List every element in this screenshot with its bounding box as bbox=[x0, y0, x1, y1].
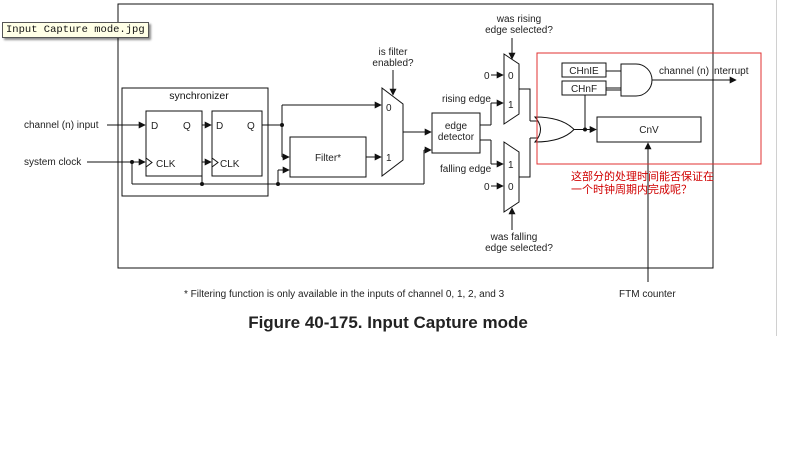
or-out-junction bbox=[583, 127, 587, 132]
channel-input-label: channel (n) input bbox=[24, 120, 99, 131]
filter-label: Filter* bbox=[315, 153, 341, 164]
filter-block bbox=[289, 136, 367, 178]
outer-frame bbox=[117, 3, 714, 269]
rising-edge-label: rising edge bbox=[442, 94, 491, 105]
figure-caption: Figure 40-175. Input Capture mode bbox=[248, 313, 528, 332]
ftm-counter-label: FTM counter bbox=[619, 289, 676, 300]
annotation-highlight-box bbox=[536, 52, 762, 165]
ff2-q-label: Q bbox=[247, 121, 255, 132]
was-rising-line1: was rising bbox=[496, 14, 541, 25]
synchronizer-label: synchronizer bbox=[169, 90, 229, 102]
filter-mux-0: 0 bbox=[386, 103, 392, 114]
falling-mux-0: 0 bbox=[508, 182, 514, 193]
ff2-clk-label: CLK bbox=[220, 159, 240, 170]
rising-mux-0: 0 bbox=[508, 71, 514, 82]
filter-mux-1: 1 bbox=[386, 153, 392, 164]
channel-interrupt-label: channel (n) interrupt bbox=[659, 66, 749, 77]
rising-mux bbox=[503, 53, 520, 125]
and-gate bbox=[620, 63, 653, 97]
ff1-q-label: Q bbox=[183, 121, 191, 132]
is-filter-enabled-line2: enabled? bbox=[372, 58, 414, 69]
ff2-q-junction bbox=[280, 123, 284, 127]
filter-mux bbox=[381, 86, 404, 178]
or-input-a bbox=[519, 88, 531, 121]
rising-mux-1: 1 bbox=[508, 100, 514, 111]
chnie-box bbox=[561, 62, 607, 78]
footnote: * Filtering function is only available i… bbox=[184, 289, 505, 300]
was-rising-line2: edge selected? bbox=[485, 25, 553, 36]
or-input-b bbox=[519, 138, 531, 178]
clock-junction-1 bbox=[130, 160, 134, 164]
or-gate bbox=[533, 116, 575, 143]
synchronizer-block bbox=[121, 87, 269, 197]
edge-detector-line2: detector bbox=[438, 132, 475, 143]
flip-flop-2 bbox=[211, 110, 263, 177]
clock-junction-2 bbox=[200, 182, 204, 186]
flip-flop-1 bbox=[145, 110, 203, 177]
chnie-label: CHnIE bbox=[569, 66, 599, 77]
clock-junction-3 bbox=[276, 182, 280, 186]
cnv-label: CnV bbox=[639, 125, 659, 136]
chnf-label: CHnF bbox=[571, 84, 597, 95]
edge-detector-block bbox=[431, 112, 481, 154]
was-falling-line1: was falling bbox=[490, 232, 538, 243]
ff2-clock-edge-symbol bbox=[211, 157, 219, 168]
annotation-line-2: 一个时钟周期内完成呢？ bbox=[571, 182, 692, 196]
is-filter-enabled-line1: is filter bbox=[379, 47, 409, 58]
scrollbar-edge[interactable] bbox=[776, 0, 777, 336]
falling-mux bbox=[503, 141, 520, 213]
falling-const-0: 0 bbox=[484, 182, 490, 193]
falling-edge-label: falling edge bbox=[440, 164, 492, 175]
ff2-d-label: D bbox=[216, 121, 223, 132]
system-clock-label: system clock bbox=[24, 157, 82, 168]
ff1-d-label: D bbox=[151, 121, 158, 132]
edge-detector-line1: edge bbox=[445, 121, 468, 132]
ff1-clk-label: CLK bbox=[156, 159, 176, 170]
annotation-line-1: 这部分的处理时间能否保证在 bbox=[571, 169, 714, 183]
was-falling-line2: edge selected? bbox=[485, 243, 553, 254]
falling-mux-1: 1 bbox=[508, 160, 514, 171]
ff1-clock-edge-symbol bbox=[145, 157, 153, 168]
filename-tooltip: Input Capture mode.jpg bbox=[2, 22, 149, 38]
cnv-register bbox=[596, 116, 702, 143]
rising-const-0: 0 bbox=[484, 71, 490, 82]
